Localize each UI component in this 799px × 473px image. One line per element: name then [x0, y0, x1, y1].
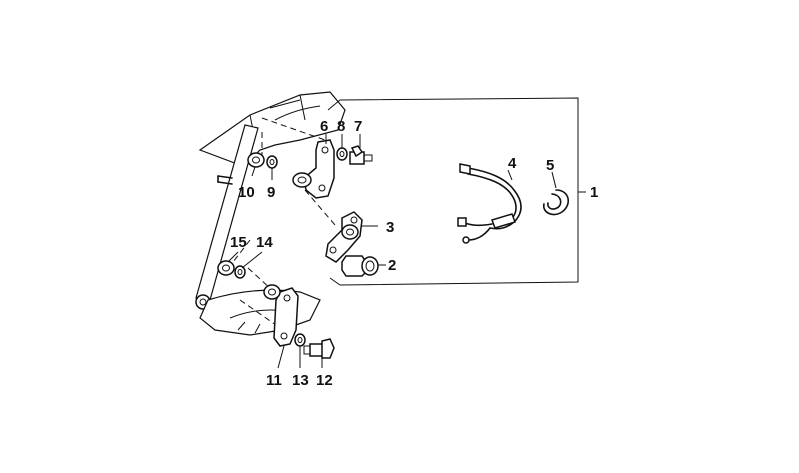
callout-1: 1: [590, 184, 598, 201]
washer-part-13: [294, 333, 306, 347]
washer-part-14: [234, 265, 246, 279]
callout-3: 3: [386, 219, 394, 236]
callout-labels: 1 2 3 4 5 6 7 8 9 10 11 12 13 14 15: [230, 118, 598, 389]
washer-part-8: [336, 147, 348, 161]
bolt-part-12: [303, 338, 335, 359]
kit-bracket-outline: [327, 97, 586, 286]
callout-7: 7: [354, 118, 362, 135]
lower-bracket-part-11: [263, 284, 299, 347]
leader-lines: [227, 134, 557, 369]
callout-11: 11: [266, 372, 282, 389]
upper-bracket-part-6: [292, 139, 335, 199]
callout-5: 5: [546, 157, 554, 174]
washer-part-9: [266, 155, 278, 169]
callout-4: 4: [508, 155, 517, 172]
callout-13: 13: [292, 372, 309, 389]
callout-14: 14: [256, 234, 273, 251]
bolt-part-7: [349, 145, 373, 165]
wiring-harness-part-4: [457, 163, 522, 244]
callout-2: 2: [388, 257, 396, 274]
callout-15: 15: [230, 234, 247, 251]
callout-10: 10: [238, 184, 255, 201]
nut-part-15: [217, 260, 235, 276]
link-bracket-part-3: [325, 211, 363, 263]
clip-part-5: [542, 189, 569, 216]
switch-part-2: [341, 255, 379, 277]
nut-part-10: [247, 152, 265, 168]
callout-12: 12: [316, 372, 333, 389]
callout-6: 6: [320, 118, 328, 135]
callout-8: 8: [337, 118, 345, 135]
callout-9: 9: [267, 184, 275, 201]
